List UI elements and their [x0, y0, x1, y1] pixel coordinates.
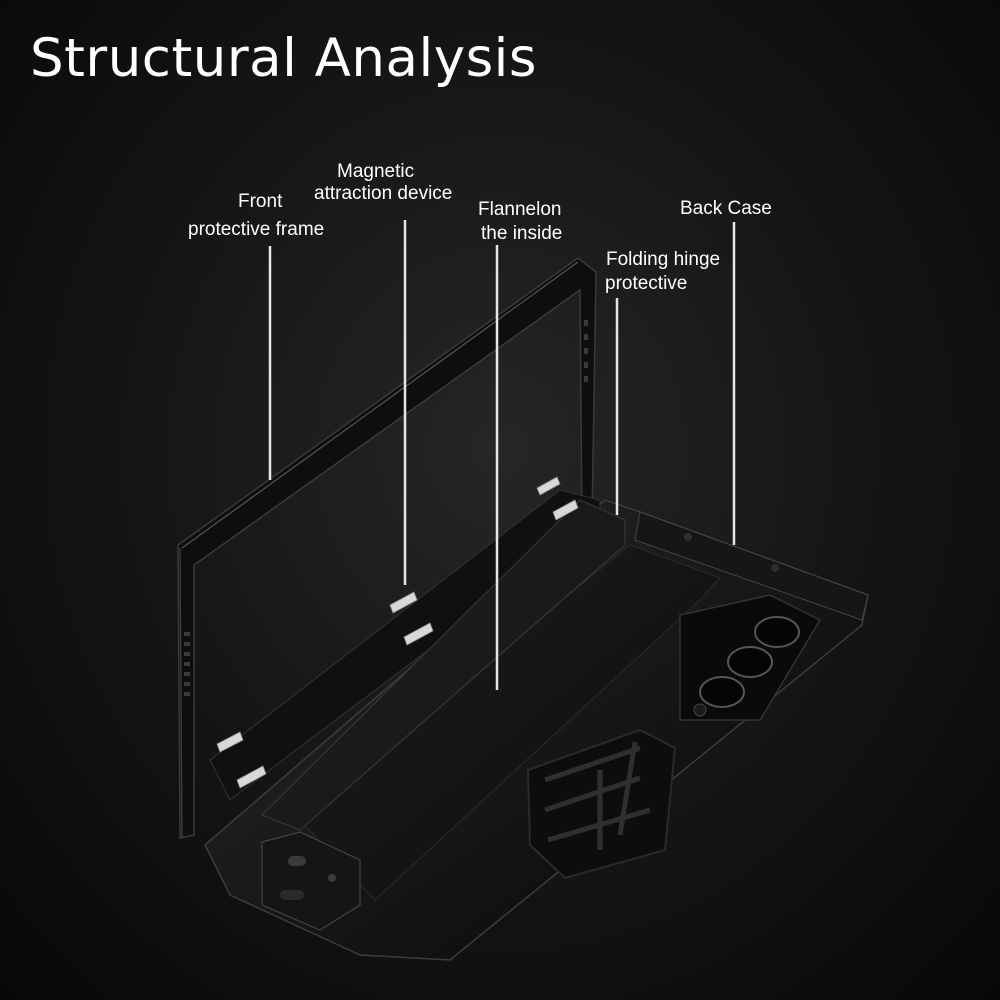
hinge-end-cap [261, 831, 361, 931]
page-title: Structural Analysis [30, 28, 538, 89]
folding-hinge [261, 499, 626, 831]
speaker-grille-left [184, 632, 190, 696]
label-magnetic-line2: attraction device [314, 183, 453, 204]
label-hinge-line1: Folding hinge [606, 249, 721, 270]
speaker-grille-right [584, 320, 588, 382]
front-protective-frame [177, 257, 597, 839]
label-flannelon-line1: Flannelon [478, 199, 562, 220]
label-hinge-line2: protective [605, 273, 688, 294]
label-front-frame-line2: protective frame [188, 219, 325, 240]
magnet-pads [216, 476, 579, 789]
label-back-case: Back Case [680, 198, 772, 219]
label-front-frame-line1: Front [238, 191, 283, 212]
kickstand [526, 728, 677, 880]
leader-lines [268, 220, 736, 690]
camera-cutout [679, 594, 822, 721]
label-magnetic-line1: Magnetic [337, 161, 415, 182]
label-flannelon-line2: the inside [481, 223, 563, 244]
